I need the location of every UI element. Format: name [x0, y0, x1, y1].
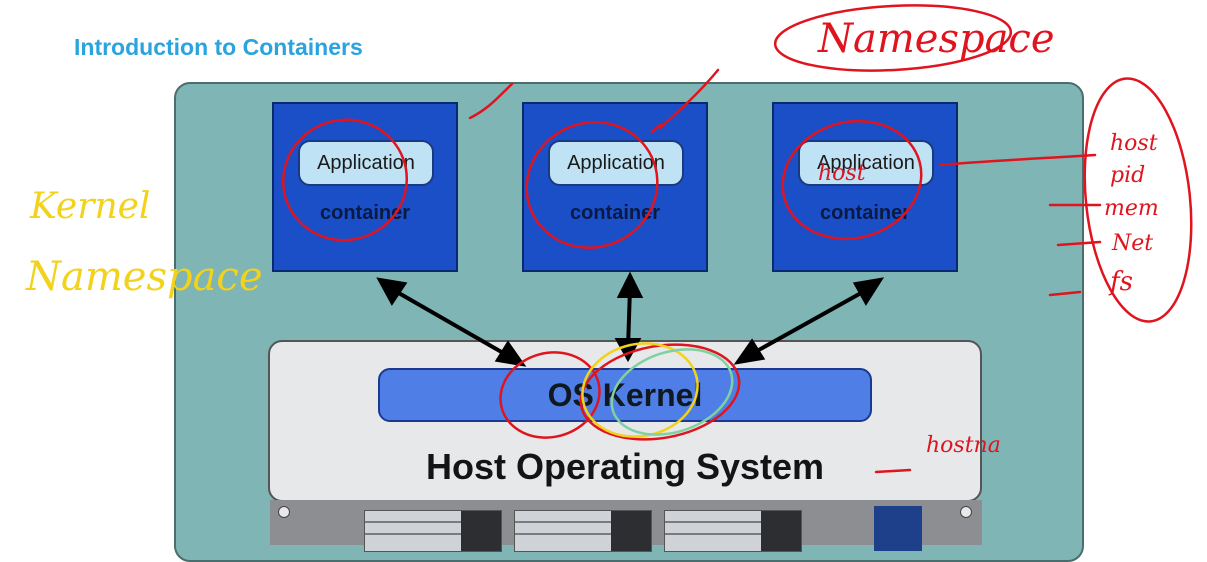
screw-icon	[960, 506, 972, 518]
application-label-3: Application	[798, 140, 934, 186]
resources-circle	[1083, 77, 1193, 323]
host-operating-system: OS Kernel Host Operating System	[268, 340, 982, 502]
resource-fs: fs	[1108, 267, 1133, 297]
drive-slot	[514, 510, 652, 552]
namespace-circle	[773, 4, 1013, 72]
resource-mem: mem	[1104, 196, 1159, 221]
container-2: Application container	[522, 102, 708, 272]
power-indicator	[874, 506, 922, 551]
container-1: Application container	[272, 102, 458, 272]
drive-slot	[364, 510, 502, 552]
resource-host: host	[1110, 131, 1158, 156]
kernel-handwriting: Kernel	[29, 186, 150, 227]
os-kernel: OS Kernel	[378, 368, 872, 422]
resource-net: Net	[1111, 231, 1153, 256]
host-os-label: Host Operating System	[425, 446, 825, 487]
container-label-2: container	[569, 202, 661, 224]
container-label-1: container	[319, 202, 411, 224]
application-label-2: Application	[548, 140, 684, 186]
container-label-3: container	[819, 202, 911, 224]
resource-pid: pid	[1110, 163, 1145, 188]
namespace-handwriting: Namespace	[817, 16, 1055, 62]
screw-icon	[278, 506, 290, 518]
drive-slot	[664, 510, 802, 552]
application-label-1: Application	[298, 140, 434, 186]
server-hardware	[270, 500, 982, 552]
slide-title: Introduction to Containers	[74, 34, 363, 60]
container-3: Application container	[772, 102, 958, 272]
